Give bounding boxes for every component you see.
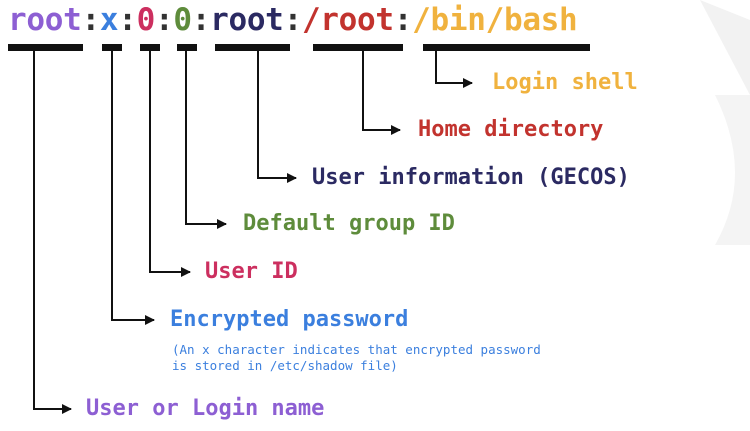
uid-connector-arrow bbox=[149, 51, 191, 277]
username-field: root bbox=[8, 2, 82, 38]
password-underline bbox=[102, 44, 122, 51]
field-separator: : bbox=[81, 2, 100, 38]
user-id-label: User ID bbox=[205, 259, 298, 284]
gid-connector-arrow bbox=[185, 51, 227, 229]
password-connector-arrow bbox=[111, 51, 155, 325]
field-separator: : bbox=[118, 2, 137, 38]
field-separator: : bbox=[154, 2, 174, 38]
gecos-connector-arrow bbox=[257, 51, 297, 183]
field-separator: : bbox=[393, 2, 413, 38]
login-shell-label: Login shell bbox=[492, 70, 638, 95]
gecos-underline bbox=[215, 44, 290, 51]
home-connector-arrow bbox=[362, 51, 401, 135]
note-line-1: (An x character indicates that encrypted… bbox=[172, 342, 541, 357]
uid-field: 0 bbox=[136, 2, 156, 38]
home-field: /root bbox=[301, 2, 394, 38]
username-underline bbox=[8, 44, 83, 51]
password-field: x bbox=[99, 2, 119, 38]
field-separator: : bbox=[191, 2, 211, 38]
note-line-2: is stored in /etc/shadow file) bbox=[172, 358, 398, 373]
gid-field: 0 bbox=[173, 2, 192, 38]
encrypted-password-note: (An x character indicates that encrypted… bbox=[172, 342, 541, 374]
shell-underline bbox=[423, 44, 590, 51]
home-underline bbox=[313, 44, 403, 51]
username-connector-arrow bbox=[33, 51, 72, 414]
encrypted-password-label: Encrypted password bbox=[170, 307, 409, 332]
gid-underline bbox=[177, 44, 197, 51]
uid-underline bbox=[140, 44, 160, 51]
passwd-entry: root:x:0:0:root:/root:/bin/bash bbox=[8, 0, 578, 40]
user-or-login-name-label: User or Login name bbox=[86, 396, 325, 421]
shell-field: /bin/bash bbox=[412, 2, 578, 38]
shell-connector-arrow bbox=[435, 51, 473, 88]
default-group-id-label: Default group ID bbox=[243, 211, 455, 236]
gecos-field: root bbox=[210, 2, 284, 38]
home-directory-label: Home directory bbox=[418, 117, 604, 142]
user-information-label: User information (GECOS) bbox=[312, 165, 630, 190]
field-separator: : bbox=[283, 2, 303, 38]
